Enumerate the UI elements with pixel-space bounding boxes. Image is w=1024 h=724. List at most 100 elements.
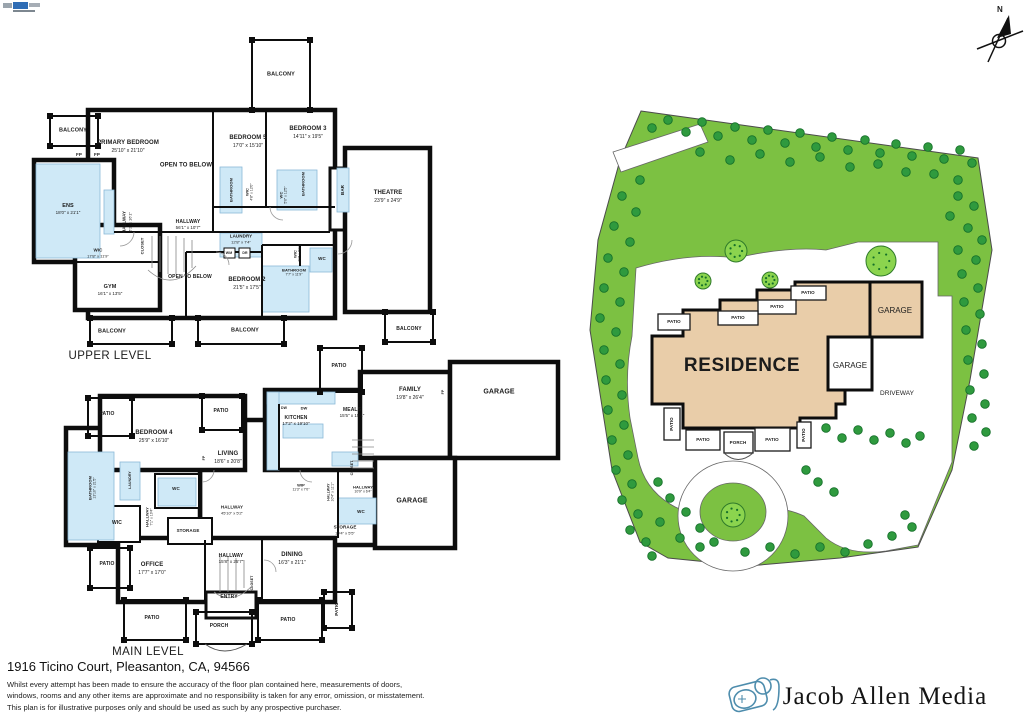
bushes <box>694 239 897 528</box>
balcony-label-bc: BALCONY <box>231 327 259 334</box>
site-porch-arc <box>723 452 754 460</box>
porch-label-main: PORCH <box>209 622 229 629</box>
site-patios <box>657 285 827 454</box>
dishwasher-label: DW <box>300 405 308 411</box>
closet-label-upper: CLOSET <box>139 237 145 255</box>
stairs-upper <box>147 236 197 281</box>
site-garage-lower-label: GARAGE <box>832 361 868 370</box>
site-patio-label: PATIO <box>801 290 815 296</box>
wall-posts <box>47 37 436 647</box>
residence-label: RESIDENCE <box>683 355 801 377</box>
patio-label: PATIO <box>99 410 115 417</box>
patio-label: PATIO <box>99 560 115 567</box>
stairs-main <box>213 439 374 599</box>
brand-name: Jacob Allen Media <box>782 683 988 710</box>
fireplace-label: FP <box>440 389 445 395</box>
site-patio-label: PATIO <box>696 437 710 443</box>
site-plan <box>589 110 993 572</box>
camera-icon <box>728 677 780 713</box>
balcony-label-bl: BALCONY <box>98 328 126 335</box>
room-label-garage-top: GARAGE <box>483 388 515 396</box>
patio-label: PATIO <box>144 614 160 621</box>
closet-label-main: CLOSET <box>349 460 354 476</box>
wc-label-upper: WC <box>318 256 326 262</box>
site-patio-label: PATIO <box>667 319 681 325</box>
room-label-balcony-top: BALCONY <box>267 71 295 78</box>
disclaimer-text: Whilst every attempt has been made to en… <box>7 680 425 712</box>
site-patio-label: PATIO <box>770 304 784 310</box>
patio-label: PATIO <box>334 602 340 616</box>
north-arrow-icon <box>976 15 1024 63</box>
patio-label: PATIO <box>213 407 229 414</box>
site-patio-label: PATIO <box>669 417 675 431</box>
north-label: N <box>997 5 1003 14</box>
room-label-bar: BAR <box>340 184 346 196</box>
site-patio-label: PATIO <box>731 315 745 321</box>
property-address: 1916 Ticino Court, Pleasanton, CA, 94566 <box>7 659 250 674</box>
upper-level-title: UPPER LEVEL <box>68 349 152 362</box>
wc-label-main: WC <box>172 486 180 492</box>
washer-label: WM <box>225 250 233 255</box>
patio-label: PATIO <box>280 616 296 623</box>
watermark-logo <box>3 2 40 12</box>
garage-lower-footprint <box>826 335 874 392</box>
wet-rooms-upper <box>35 163 350 313</box>
fireplace-label: FP <box>201 455 206 461</box>
door-arcs-upper <box>119 206 353 266</box>
wic-label-main: WIC <box>111 519 123 526</box>
site-garage-upper-label: GARAGE <box>877 306 913 315</box>
storage-label-small: STORAGE <box>176 528 200 534</box>
main-level-plan <box>63 347 561 652</box>
fireplace-label: FP <box>76 152 82 158</box>
room-label-bathroom3: BATHROOM <box>300 171 306 197</box>
closet-label-entry: CLOSET <box>249 575 254 591</box>
site-patio-label: PATIO <box>801 428 807 442</box>
patio-label: PATIO <box>331 362 347 369</box>
door-arcs-main <box>201 469 313 573</box>
open-to-below-label: OPEN TO BELOW <box>159 162 213 169</box>
upper-level-plan <box>31 39 434 345</box>
room-label-balcony-left: BALCONY <box>59 127 87 134</box>
open-to-below-stairs-label: OPEN TO BELOW <box>168 273 212 280</box>
dryer-label: DR <box>242 250 248 255</box>
entry-label: ENTRY <box>220 593 238 600</box>
site-porch-label: PORCH <box>729 440 747 446</box>
fireplace-label: FP <box>94 152 100 158</box>
interior-walls-main <box>204 398 339 602</box>
site-patio-label: PATIO <box>765 437 779 443</box>
garage-upper-footprint <box>868 280 924 339</box>
wc-label-garage: WC <box>357 509 365 515</box>
laundry-label-main: LAUNDRY <box>127 471 132 489</box>
balcony-label-br: BALCONY <box>396 325 422 332</box>
driveway-label: DRIVEWAY <box>880 389 914 397</box>
porch-arc-main <box>204 643 248 652</box>
room-label-bathroom5: BATHROOM <box>228 177 234 203</box>
